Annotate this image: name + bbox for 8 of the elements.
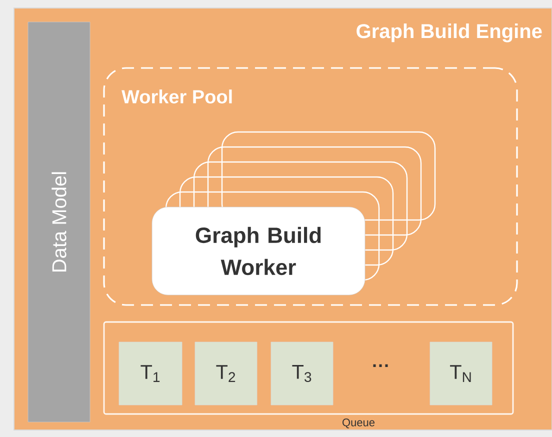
node-label: Queue — [342, 418, 375, 428]
task-box: T$_{3}$ — [270, 342, 334, 406]
worker-box: Graph Build Worker — [152, 206, 366, 296]
data-model-bar: Data Model — [28, 22, 90, 422]
task-box: T$_{N}$ — [430, 342, 492, 406]
task-box: T$_{1}$ — [118, 342, 182, 406]
task-box: T$_{2}$ — [194, 342, 258, 406]
ellipsis-text: ··· — [373, 364, 388, 367]
